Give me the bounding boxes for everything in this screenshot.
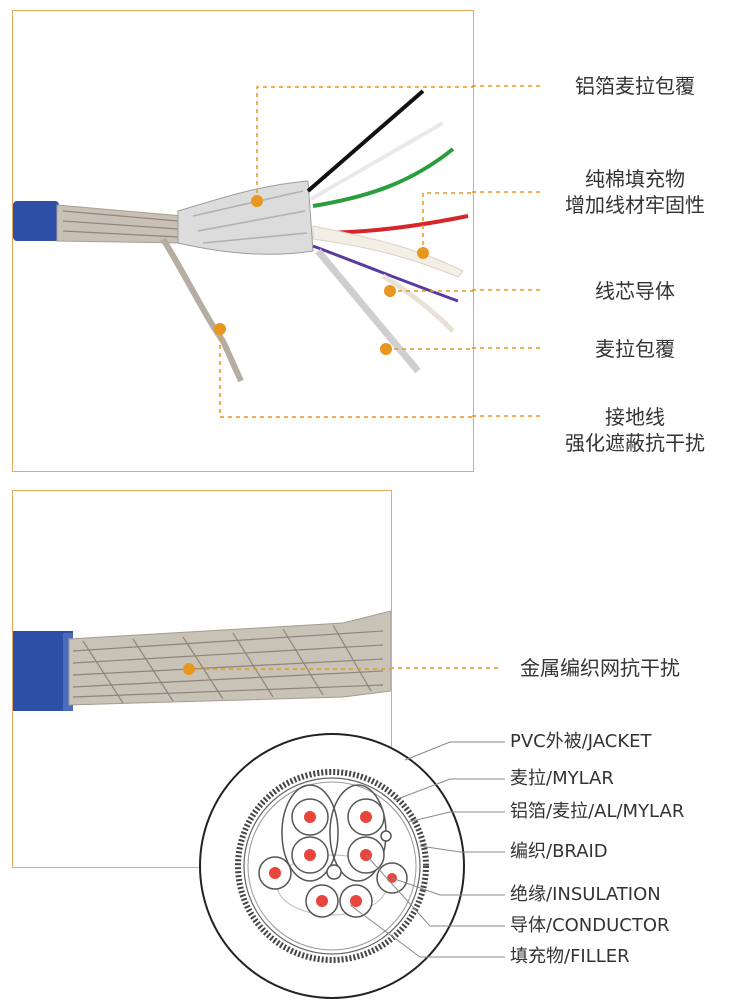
cable-photo-illustration xyxy=(13,86,473,418)
purple-wire xyxy=(312,244,459,303)
callout-ground-wire: 接地线 强化遮蔽抗干扰 xyxy=(565,405,705,455)
conductor xyxy=(350,895,362,907)
conductor xyxy=(360,811,372,823)
label-braid: 编织/BRAID xyxy=(510,841,608,862)
mylar-wrapped-pair xyxy=(315,248,421,374)
marker-filler xyxy=(417,247,429,259)
marker-conductor xyxy=(384,285,396,297)
ground-wire xyxy=(160,237,244,383)
label-al-mylar: 铝箔/麦拉/AL/MYLAR xyxy=(510,801,685,822)
label-jacket: PVC外被/JACKET xyxy=(510,731,652,752)
label-filler: 填充物/FILLER xyxy=(510,946,630,967)
cable-photo-panel xyxy=(12,10,474,472)
conductor xyxy=(304,849,316,861)
cable-jacket xyxy=(13,201,59,241)
marker-ground xyxy=(214,323,226,335)
callout-mylar-wrap: 麦拉包覆 xyxy=(595,337,675,361)
white-wire xyxy=(310,121,444,201)
callout-core-conductor: 线芯导体 xyxy=(595,279,675,303)
callout-cotton-filler: 纯棉填充物 增加线材牢固性 xyxy=(565,167,705,217)
braid-photo-panel xyxy=(12,490,392,868)
conductor xyxy=(304,811,316,823)
black-wire xyxy=(306,89,425,193)
callout-aluminum-foil-mylar: 铝箔麦拉包覆 xyxy=(575,74,695,98)
conductor xyxy=(316,895,328,907)
label-mylar: 麦拉/MYLAR xyxy=(510,768,614,789)
callout-braid: 金属编织网抗干扰 xyxy=(520,656,680,680)
cotton-filler xyxy=(312,225,464,278)
marker-braid xyxy=(183,663,195,675)
braid-photo-illustration xyxy=(13,610,392,711)
label-conductor: 导体/CONDUCTOR xyxy=(510,915,670,936)
label-insulation: 绝缘/INSULATION xyxy=(510,884,661,905)
conductor xyxy=(269,867,281,879)
green-wire xyxy=(312,147,455,208)
marker-foil xyxy=(251,195,263,207)
marker-mylar xyxy=(380,343,392,355)
